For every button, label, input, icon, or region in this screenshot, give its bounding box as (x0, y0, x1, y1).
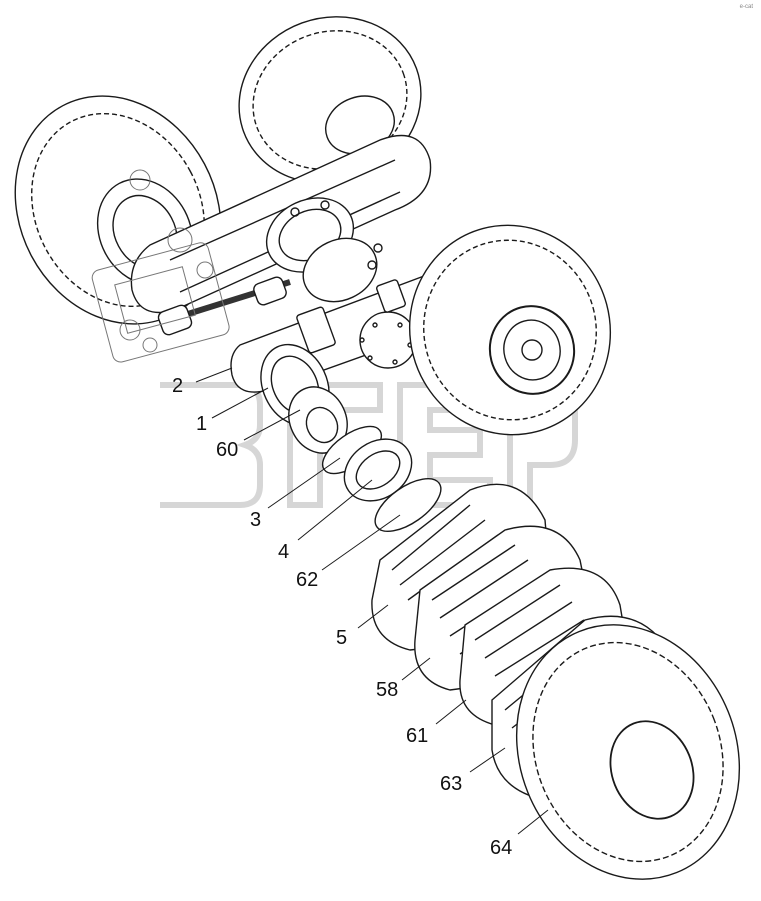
callout-58: 58 (376, 679, 399, 701)
leader-4 (297, 479, 373, 541)
exploded-parts (321, 425, 741, 880)
callout-1: 1 (196, 413, 208, 435)
callout-63: 63 (440, 773, 463, 795)
leader-63 (469, 747, 506, 773)
leader-64 (517, 809, 549, 835)
upper-bogie-assembly (14, 16, 612, 454)
lock-ring-62 (374, 477, 442, 533)
leader-5 (357, 604, 389, 629)
callout-64: 64 (490, 837, 513, 859)
callout-60: 60 (216, 439, 239, 461)
corner-mark: e-cat (739, 4, 753, 10)
front-right-tire (408, 224, 612, 436)
leader-2 (195, 367, 233, 383)
leader-3 (267, 457, 341, 509)
leader-60 (243, 409, 301, 441)
callout-3: 3 (250, 509, 262, 531)
leader-lines (195, 367, 549, 835)
leader-61 (435, 699, 467, 725)
callout-5: 5 (336, 627, 348, 649)
leader-62 (321, 514, 401, 571)
transmission-block (91, 169, 230, 363)
callout-61: 61 (406, 725, 429, 747)
hub-reduction-unit (260, 343, 348, 454)
callout-2: 2 (172, 375, 184, 397)
callout-62: 62 (296, 569, 319, 591)
tire-64 (515, 624, 741, 880)
callout-4: 4 (278, 541, 290, 563)
rear-left-tire (14, 95, 222, 325)
leader-58 (401, 657, 431, 681)
inspection-cover (359, 311, 417, 369)
axle-housing (265, 197, 383, 303)
leader-1 (211, 387, 269, 419)
